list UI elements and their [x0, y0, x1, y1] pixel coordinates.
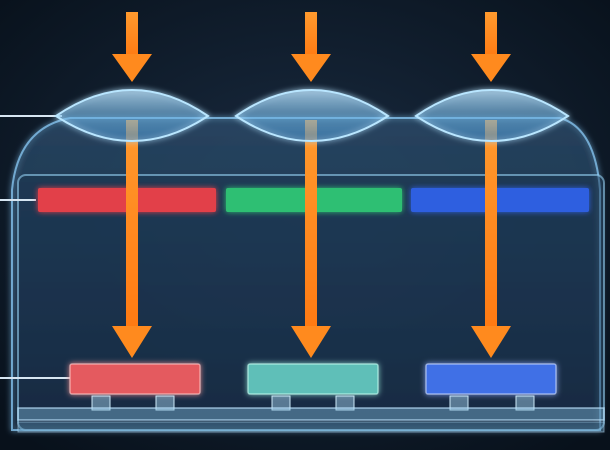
contact-post — [91, 395, 111, 411]
contact-post — [515, 395, 535, 411]
contact-post — [335, 395, 355, 411]
incoming-light-arrowhead-right — [471, 54, 511, 82]
transmitted-light-shaft-left — [126, 120, 138, 330]
green-photodiode — [247, 363, 379, 395]
contact-post — [155, 395, 175, 411]
microlens-left — [54, 89, 210, 142]
contact-post — [271, 395, 291, 411]
transmitted-light-arrowhead-right — [471, 326, 511, 358]
incoming-light-arrowhead-center — [291, 54, 331, 82]
incoming-light-arrowhead-left — [112, 54, 152, 82]
blue-photodiode — [425, 363, 557, 395]
microlens-right — [414, 89, 570, 142]
contact-posts — [91, 395, 535, 411]
transmitted-light-shaft-center — [305, 120, 317, 330]
substrate-top-layer — [17, 407, 605, 421]
transmitted-light-arrowhead-center — [291, 326, 331, 358]
microlens-center — [234, 89, 390, 142]
contact-post — [449, 395, 469, 411]
incoming-light-shaft-center — [305, 12, 317, 58]
microlens-array — [54, 89, 570, 142]
incoming-light-shaft-left — [126, 12, 138, 58]
light-rays — [112, 12, 511, 358]
blue-color-filter — [411, 188, 589, 212]
transmitted-light-shaft-right — [485, 120, 497, 330]
substrate-bottom-layer — [17, 421, 605, 433]
transmitted-light-arrowhead-left — [112, 326, 152, 358]
red-photodiode — [69, 363, 201, 395]
incoming-light-shaft-right — [485, 12, 497, 58]
